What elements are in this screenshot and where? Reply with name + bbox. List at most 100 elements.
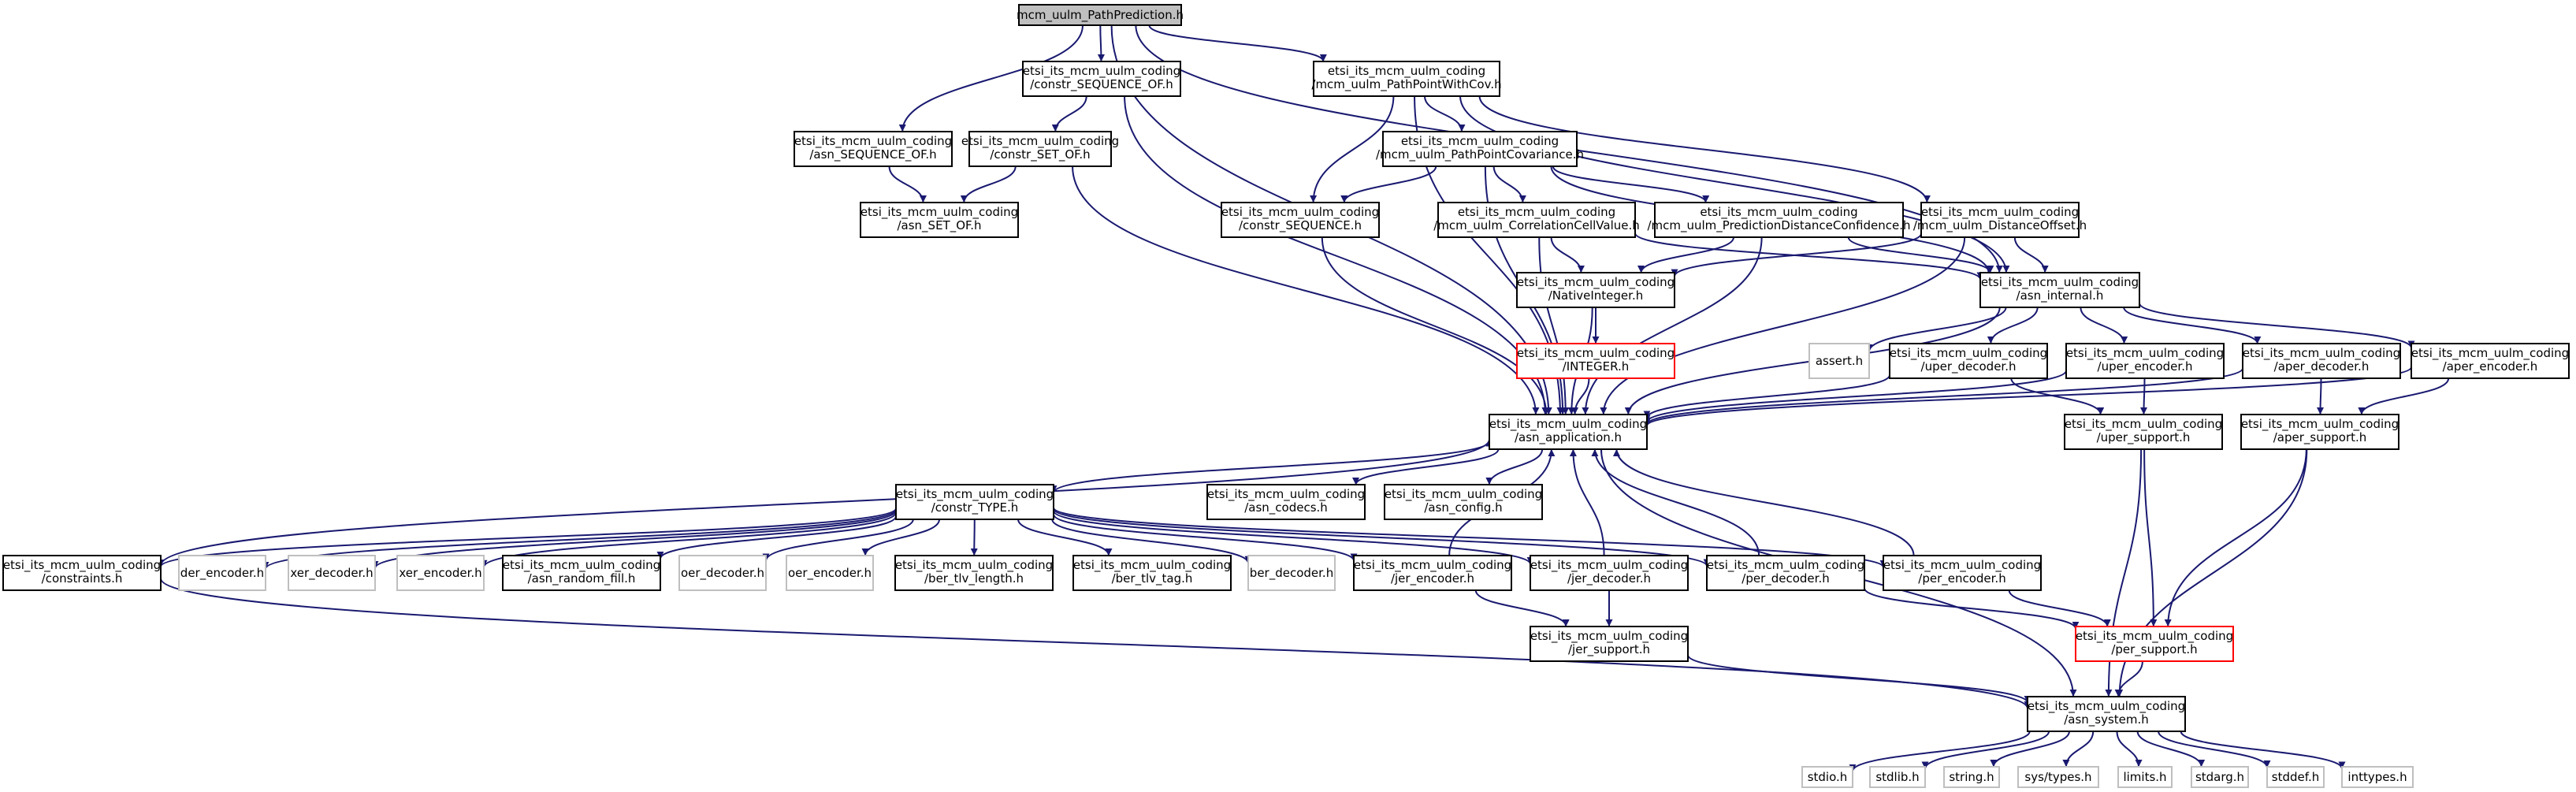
node-acod[interactable]: etsi_its_mcm_uulm_coding/asn_codecs.h [1206,484,1366,520]
node-label: etsi_its_mcm_uulm_coding [1354,558,1511,573]
edge-pdc-to-aa [1582,236,1763,415]
node-label: /per_decoder.h [1741,571,1829,586]
node-label: /ber_tlv_tag.h [1112,571,1193,586]
node-inttypes[interactable]: inttypes.h [2341,766,2414,788]
node-ppc[interactable]: etsi_its_mcm_uulm_coding/mcm_uulm_PathPo… [1376,131,1584,167]
edge-ct-to-oerd [762,519,914,561]
edge-ppwc-to-ai [1459,95,2010,273]
node-label: etsi_its_mcm_uulm_coding [2028,699,2185,714]
node-box [678,555,767,591]
node-label: etsi_its_mcm_uulm_coding [1981,275,2139,290]
node-label: inttypes.h [2347,770,2407,784]
node-ccv[interactable]: etsi_its_mcm_uulm_coding/mcm_uulm_Correl… [1433,202,1640,238]
node-berd[interactable]: ber_decoder.h [1247,555,1336,591]
edge-pe-to-aa [1613,448,1915,556]
node-asys[interactable]: etsi_its_mcm_uulm_coding/asn_system.h [2027,696,2186,732]
node-us[interactable]: etsi_its_mcm_uulm_coding/uper_support.h [2064,414,2223,450]
node-label: etsi_its_mcm_uulm_coding [1700,205,1857,220]
edge-ai-to-ae [2139,303,2415,348]
node-box [1382,131,1578,167]
node-box [1889,343,2048,379]
edge-pd-to-aa [1591,448,1760,556]
node-ad[interactable]: etsi_its_mcm_uulm_coding/aper_decoder.h [2242,343,2401,379]
node-label: etsi_its_mcm_uulm_coding [2076,629,2233,644]
node-stdio[interactable]: stdio.h [1801,766,1853,788]
node-box [1530,555,1689,591]
node-layer: mcm_uulm_PathPrediction.h etsi_its_mcm_uu… [2,4,2570,788]
node-label: /uper_encoder.h [2098,359,2193,374]
node-label: /per_encoder.h [1918,571,2005,586]
node-dere[interactable]: der_encoder.h [178,555,266,591]
node-label: /mcm_uulm_DistanceOffset.h [1913,218,2087,233]
node-label: /NativeInteger.h [1548,288,1643,303]
node-box [1247,555,1336,591]
node-ct[interactable]: etsi_its_mcm_uulm_coding/constr_TYPE.h [895,484,1054,520]
node-cs[interactable]: etsi_its_mcm_uulm_coding/constr_SEQUENCE… [1221,202,1380,238]
node-box [2117,766,2173,788]
node-assert[interactable]: assert.h [1808,343,1870,379]
node-pd[interactable]: etsi_its_mcm_uulm_coding/per_decoder.h [1706,555,1865,591]
node-ppwc[interactable]: etsi_its_mcm_uulm_coding/mcm_uulm_PathPo… [1311,61,1502,97]
node-box [1883,555,2042,591]
node-aso[interactable]: etsi_its_mcm_uulm_coding/asn_SEQUENCE_OF… [794,131,953,167]
edge-aa-to-acfg [1485,448,1544,485]
node-root[interactable]: mcm_uulm_PathPrediction.h [1017,4,1184,26]
edge-asys-to-stdarg [2136,731,2206,768]
node-je[interactable]: etsi_its_mcm_uulm_coding/jer_encoder.h [1353,555,1512,591]
node-arf[interactable]: etsi_its_mcm_uulm_coding/asn_random_fill… [502,555,661,591]
node-box [2242,343,2401,379]
node-label: etsi_its_mcm_uulm_coding [1530,629,1688,644]
node-box [1206,484,1366,520]
node-ae[interactable]: etsi_its_mcm_uulm_coding/aper_encoder.h [2411,343,2570,379]
node-aseto[interactable]: etsi_its_mcm_uulm_coding/asn_SET_OF.h [860,202,1019,238]
node-stddef[interactable]: stddef.h [2266,766,2325,788]
node-acfg[interactable]: etsi_its_mcm_uulm_coding/asn_config.h [1384,484,1543,520]
node-label: etsi_its_mcm_uulm_coding [1517,275,1675,290]
node-label: /asn_application.h [1515,430,1622,445]
node-label: /mcm_uulm_PathPointWithCov.h [1311,77,1501,92]
node-oerd[interactable]: oer_decoder.h [678,555,767,591]
node-limits[interactable]: limits.h [2117,766,2173,788]
node-label: der_encoder.h [180,566,264,581]
node-aa[interactable]: etsi_its_mcm_uulm_coding/asn_application… [1489,414,1648,450]
edge-pe-to-ps [2008,589,2111,627]
edge-ppc-to-cs [1340,165,1437,203]
node-ai[interactable]: etsi_its_mcm_uulm_coding/asn_internal.h [1979,272,2140,308]
node-label: string.h [1949,770,1994,784]
node-ni[interactable]: etsi_its_mcm_uulm_coding/NativeInteger.h [1516,272,1675,308]
node-label: etsi_its_mcm_uulm_coding [961,134,1119,149]
node-ud[interactable]: etsi_its_mcm_uulm_coding/uper_decoder.h [1889,343,2048,379]
node-label: etsi_its_mcm_uulm_coding [895,558,1053,573]
edge-ue-to-us [2139,377,2147,415]
node-as[interactable]: etsi_its_mcm_uulm_coding/aper_support.h [2240,414,2399,450]
node-cso[interactable]: etsi_its_mcm_uulm_coding/constr_SEQUENCE… [1022,61,1181,97]
node-label: limits.h [2123,770,2166,784]
node-pdc[interactable]: etsi_its_mcm_uulm_coding/mcm_uulm_Predic… [1647,202,1911,238]
node-int[interactable]: etsi_its_mcm_uulm_coding/INTEGER.h [1516,343,1675,379]
node-jd[interactable]: etsi_its_mcm_uulm_coding/jer_decoder.h [1530,555,1689,591]
node-label: etsi_its_mcm_uulm_coding [1401,134,1559,149]
node-ue[interactable]: etsi_its_mcm_uulm_coding/uper_encoder.h [2065,343,2225,379]
node-pe[interactable]: etsi_its_mcm_uulm_coding/per_encoder.h [1883,555,2042,591]
node-ps[interactable]: etsi_its_mcm_uulm_coding/per_support.h [2075,626,2234,662]
node-stdarg[interactable]: stdarg.h [2191,766,2249,788]
node-js[interactable]: etsi_its_mcm_uulm_coding/jer_support.h [1530,626,1689,662]
node-xerd[interactable]: xer_decoder.h [288,555,376,591]
edge-aso-to-aseto [888,165,927,203]
node-btt[interactable]: etsi_its_mcm_uulm_coding/ber_tlv_tag.h [1072,555,1232,591]
node-btl[interactable]: etsi_its_mcm_uulm_coding/ber_tlv_length.… [894,555,1054,591]
node-oere[interactable]: oer_encoder.h [786,555,874,591]
node-box [178,555,266,591]
node-box [794,131,953,167]
node-cseto[interactable]: etsi_its_mcm_uulm_coding/constr_SET_OF.h [961,131,1119,167]
node-label: /mcm_uulm_PathPointCovariance.h [1376,147,1584,162]
node-box [1943,766,2000,788]
node-xere[interactable]: xer_encoder.h [396,555,485,591]
node-stdlib[interactable]: stdlib.h [1869,766,1926,788]
edge-cseto-to-aseto [960,165,1017,203]
node-con[interactable]: etsi_its_mcm_uulm_coding/constraints.h [2,555,162,591]
node-do[interactable]: etsi_its_mcm_uulm_coding/mcm_uulm_Distan… [1913,202,2087,238]
node-string[interactable]: string.h [1943,766,2000,788]
node-systypes[interactable]: sys/types.h [2017,766,2099,788]
